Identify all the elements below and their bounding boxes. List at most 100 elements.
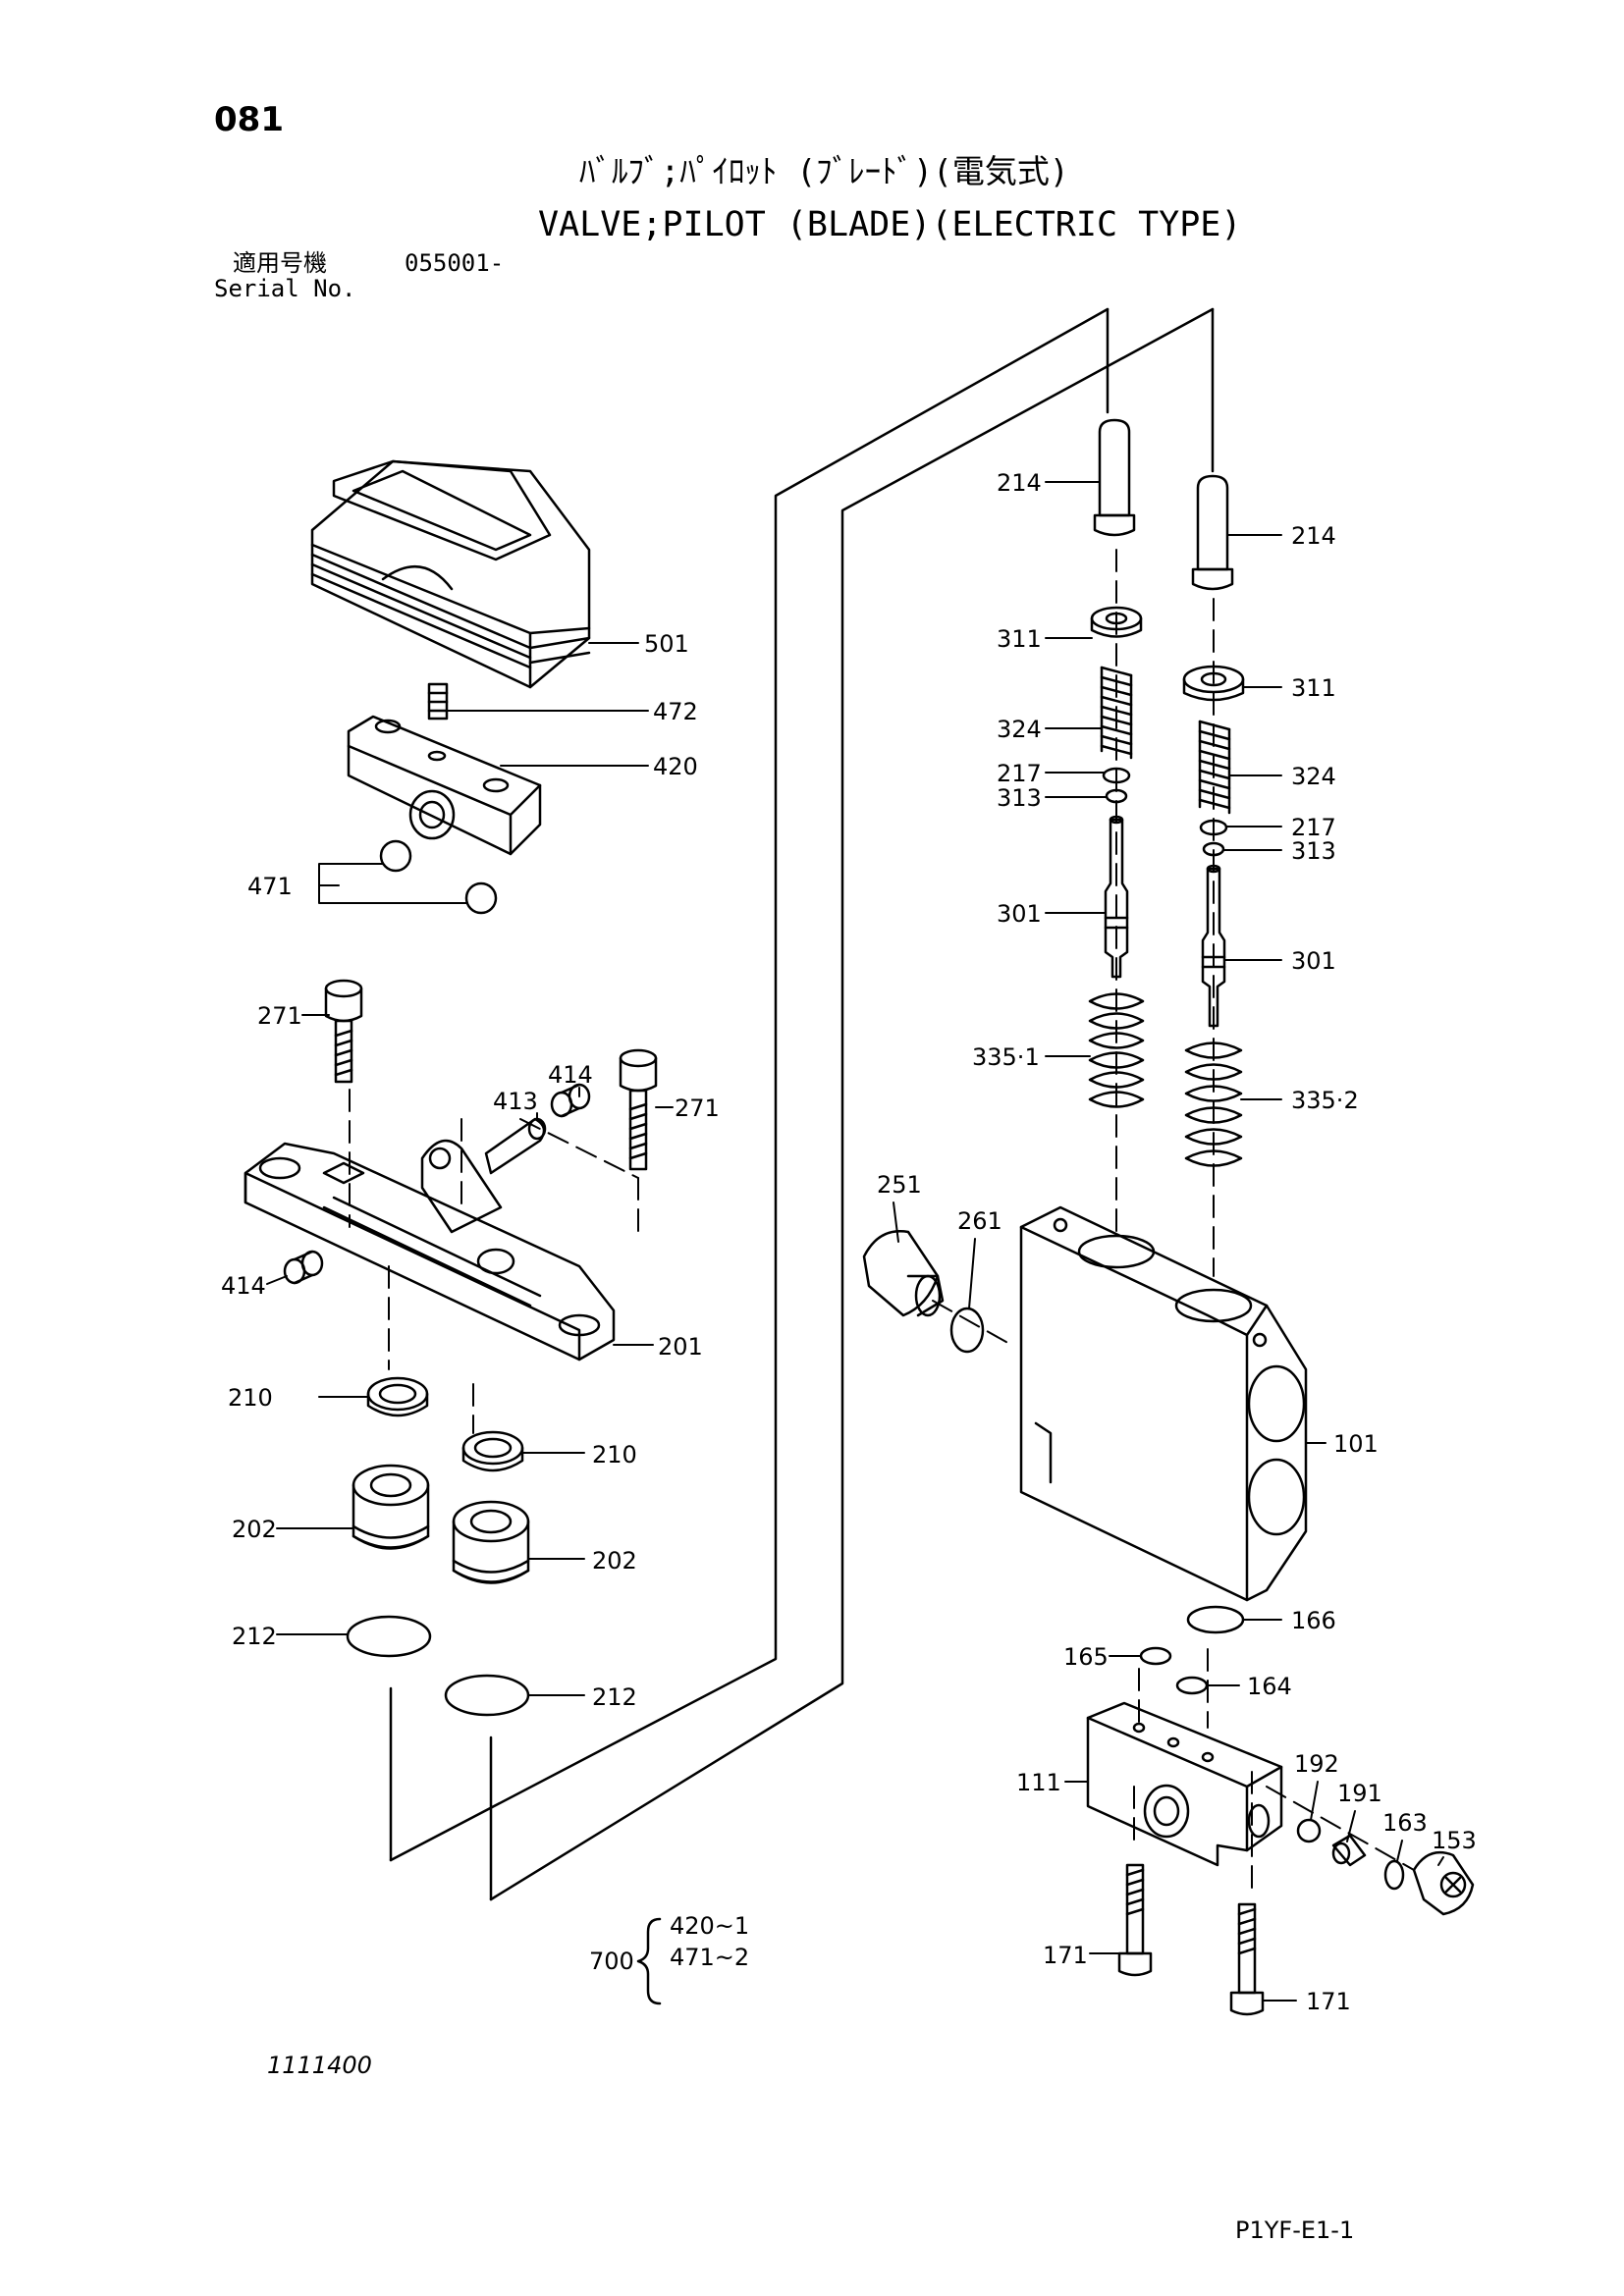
plate-420	[347, 715, 542, 856]
serial-label-japanese: 適用号機	[233, 249, 327, 277]
spring-335-2	[1184, 1041, 1243, 1167]
label-165: 165	[1063, 1643, 1109, 1671]
assembly-lines	[389, 307, 1215, 1901]
plug-251	[862, 1230, 945, 1317]
label-313-b: 313	[1291, 837, 1336, 865]
label-214-b: 214	[1291, 522, 1336, 550]
o-ring-165	[1139, 1646, 1172, 1666]
label-210-a: 210	[228, 1384, 273, 1412]
guide-202-a	[352, 1464, 430, 1550]
cover-block-111	[1086, 1701, 1283, 1867]
label-166: 166	[1291, 1607, 1336, 1634]
label-202-b: 202	[592, 1547, 637, 1575]
leader-lines	[266, 481, 1444, 2002]
label-471: 471	[247, 873, 293, 900]
o-ring-212-b	[444, 1674, 530, 1717]
label-153: 153	[1432, 1827, 1477, 1854]
label-414-a: 414	[548, 1061, 593, 1089]
label-311-a: 311	[997, 625, 1042, 653]
drawing-number: 1111400	[267, 2052, 372, 2079]
label-164: 164	[1247, 1673, 1292, 1700]
label-301-a: 301	[997, 900, 1042, 928]
ball-471-a	[379, 839, 412, 873]
label-251: 251	[877, 1171, 922, 1199]
label-420: 420	[653, 753, 698, 780]
washer-217-a	[1102, 767, 1131, 784]
label-335-1: 335·1	[972, 1043, 1040, 1071]
label-163: 163	[1382, 1809, 1428, 1837]
page-code: P1YF-E1-1	[1235, 2216, 1355, 2244]
valve-body-101	[1019, 1205, 1308, 1602]
spool-301-a	[1104, 815, 1129, 979]
bolt-271-b	[619, 1048, 658, 1171]
spring-324-b	[1198, 720, 1231, 815]
serial-label-english: Serial No.	[214, 275, 356, 302]
page-number: 081	[214, 100, 284, 139]
label-217-b: 217	[1291, 814, 1336, 841]
bolt-171-a	[1117, 1863, 1153, 1977]
label-311-b: 311	[1291, 674, 1336, 702]
o-ring-163	[1383, 1859, 1405, 1891]
label-101: 101	[1333, 1430, 1379, 1458]
o-ring-212-a	[346, 1615, 432, 1658]
label-414-b: 414	[221, 1272, 266, 1300]
plate-201	[244, 1139, 616, 1362]
label-271-a: 271	[257, 1002, 302, 1030]
spring-324-a	[1100, 666, 1133, 760]
plug-153	[1412, 1850, 1475, 1916]
kit-item-2: 471~2	[670, 1944, 749, 1971]
bushing-414-a	[550, 1083, 591, 1118]
plunger-214-a	[1093, 418, 1136, 537]
label-202-a: 202	[232, 1516, 277, 1543]
label-111: 111	[1016, 1769, 1061, 1796]
label-171-b: 171	[1306, 1988, 1351, 2015]
boot-cover-501	[310, 459, 591, 689]
plug-472	[427, 682, 449, 721]
kit-item-1: 420~1	[670, 1912, 749, 1940]
label-261: 261	[957, 1207, 1002, 1235]
label-501: 501	[644, 630, 689, 658]
label-192: 192	[1294, 1750, 1339, 1778]
o-ring-261	[949, 1307, 985, 1354]
label-212-b: 212	[592, 1683, 637, 1711]
center-lines	[349, 549, 1415, 1891]
spring-335-1	[1088, 992, 1145, 1108]
bolt-171-b	[1229, 1902, 1265, 2016]
label-472: 472	[653, 698, 698, 725]
label-217-a: 217	[997, 760, 1042, 787]
o-ring-164	[1175, 1676, 1209, 1695]
label-324-b: 324	[1291, 763, 1336, 790]
ball-471-b	[464, 881, 498, 915]
seat-311-a	[1090, 606, 1143, 638]
serial-value: 055001-	[405, 249, 505, 277]
label-214-a: 214	[997, 469, 1042, 497]
seal-210-b	[461, 1430, 524, 1472]
title-english: VALVE;PILOT (BLADE)(ELECTRIC TYPE)	[538, 205, 1242, 244]
ball-192	[1296, 1818, 1322, 1843]
label-413: 413	[493, 1088, 538, 1115]
orifice-191	[1331, 1834, 1367, 1867]
label-324-a: 324	[997, 716, 1042, 743]
label-313-a: 313	[997, 784, 1042, 812]
seat-311-b	[1182, 665, 1245, 702]
label-335-2: 335·2	[1291, 1087, 1359, 1114]
label-191: 191	[1337, 1780, 1382, 1807]
label-271-b: 271	[675, 1095, 720, 1122]
bolt-271-a	[324, 979, 363, 1084]
plunger-214-b	[1191, 474, 1234, 591]
seal-210-a	[366, 1376, 429, 1417]
label-212-a: 212	[232, 1623, 277, 1650]
kit-brace	[636, 1917, 662, 2005]
guide-202-b	[452, 1500, 530, 1584]
label-210-b: 210	[592, 1441, 637, 1468]
spool-301-b	[1201, 864, 1226, 1028]
label-201: 201	[658, 1333, 703, 1361]
kit-number: 700	[589, 1948, 634, 1975]
bushing-414-b	[283, 1250, 324, 1285]
title-japanese: ﾊﾞﾙﾌﾞ;ﾊﾟｲﾛｯﾄ (ﾌﾞﾚｰﾄﾞ)(電気式)	[579, 152, 1069, 190]
label-171-a: 171	[1043, 1942, 1088, 1969]
o-ring-166	[1186, 1605, 1245, 1634]
part-labels: 501 472 420 471 271 271 414 413 414 201 …	[221, 469, 1477, 2015]
label-301-b: 301	[1291, 947, 1336, 975]
